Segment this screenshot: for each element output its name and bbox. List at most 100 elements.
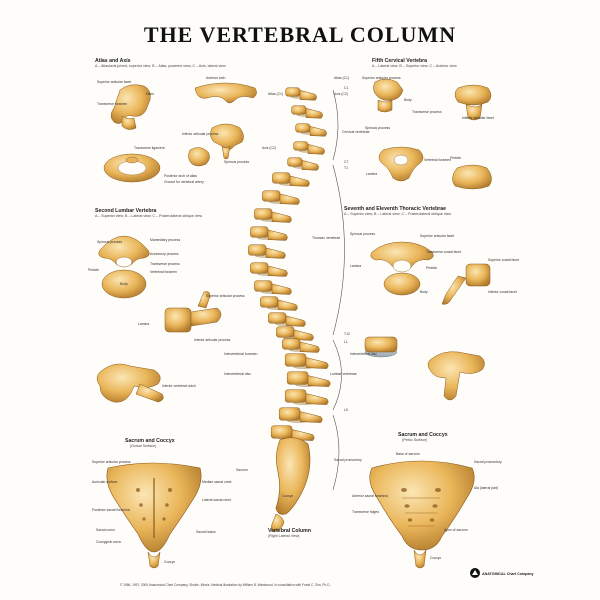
label: Transverse ridges (352, 510, 380, 514)
label: Inferior articular facet (462, 116, 494, 120)
label: Transverse ligament (134, 146, 165, 150)
label: Pedicle (88, 268, 100, 272)
label: Transverse foramen (97, 102, 128, 106)
label: Anterior sacral foramina (352, 494, 388, 498)
label: Inferior vertebral notch (162, 384, 196, 388)
label: Lamina (138, 322, 150, 326)
label: Body (404, 98, 412, 102)
spinous-process (299, 341, 320, 353)
label: Sacral hiatus (196, 530, 216, 534)
vertebral-body (248, 244, 267, 256)
label: Pedicle (426, 266, 438, 270)
vertebral-body (284, 389, 307, 403)
spinous-process (293, 329, 314, 341)
column-title: Vertebral Column (268, 528, 311, 534)
label: Lamina (366, 172, 378, 176)
label: Superior articular process (92, 460, 131, 464)
vertebral-body (286, 371, 309, 385)
vertebral-body (276, 326, 295, 338)
thoracic-desc: A – Superior view; B – Lateral view; C –… (344, 212, 452, 216)
spinous-process (267, 229, 288, 241)
atlas-axis-desc: A – Atlas/axis joined, superior view; B … (95, 64, 226, 68)
spinous-process (285, 315, 306, 327)
label: Intervertebral disc (350, 352, 377, 356)
vertebral-body (284, 353, 307, 367)
label: Ala (lateral part) (474, 486, 499, 490)
spinous-process (277, 299, 298, 311)
vertebral-body (260, 296, 279, 308)
spinous-process (307, 143, 325, 155)
label: Spinous process (365, 126, 391, 130)
label: Coccygeal cornu (96, 540, 122, 544)
label: Pedicle (450, 156, 462, 160)
atlas-axis-group (103, 82, 257, 183)
spinous-process (291, 429, 315, 441)
label: Sacrum (236, 468, 248, 472)
label: Vertebral foramen (150, 270, 177, 274)
vertebral-body (285, 87, 301, 97)
label: Sacral cornu (96, 528, 116, 532)
sacrum-dorsal-title: Sacrum and Coccyx (125, 438, 175, 444)
spinous-process (289, 175, 310, 187)
label: L5 (344, 408, 348, 412)
vertebral-body (270, 425, 293, 439)
vertebral-body (254, 280, 273, 292)
label: Dens (146, 92, 154, 96)
label: Thoracic vertebrae (312, 236, 341, 240)
label: Coccyx (282, 494, 294, 498)
poster-title: THE VERTEBRAL COLUMN (143, 22, 457, 47)
vertebral-body (250, 226, 269, 238)
label: Body (120, 282, 128, 286)
label: Transverse costal facet (426, 250, 461, 254)
label: C1 (344, 86, 349, 90)
spinous-process (305, 107, 323, 119)
publisher-name: ANATOMICAL Chart Company (482, 572, 534, 576)
sacrum-pelvic-title: Sacrum and Coccyx (398, 432, 448, 438)
label: T1 (344, 166, 348, 170)
label: Mammillary process (150, 238, 181, 242)
vertebral-body (282, 338, 301, 350)
lumbar-title: Second Lumbar Vertebra (95, 208, 157, 214)
label: Atlas (C1) (334, 76, 350, 80)
thoracic-group (364, 241, 491, 401)
region-brackets (332, 89, 345, 491)
sacrum-lateral (275, 437, 311, 515)
label: Sacral promontory (334, 458, 362, 462)
spinous-process (305, 393, 329, 405)
label: Intervertebral disc (224, 372, 251, 376)
label: Vertebral foramen (424, 158, 451, 162)
label: Accessory process (150, 252, 179, 256)
label: Lateral sacral crest (202, 498, 231, 502)
spinous-process (267, 265, 288, 277)
label: Lamina (350, 264, 362, 268)
cervical-title: Fifth Cervical Vertebra (372, 58, 428, 64)
lumbar-desc: A – Superior view; B – Lateral view; C –… (95, 214, 203, 218)
vertebral-body (254, 208, 273, 220)
vertebral-body (250, 262, 269, 274)
vertebral-body (268, 312, 287, 324)
spinous-process (305, 357, 329, 369)
label: Cervical vertebrae (342, 130, 370, 134)
label: Sacral promontory (474, 460, 502, 464)
label: Inferior articular process (194, 338, 231, 342)
label: Superior costal facet (488, 258, 519, 262)
label: C7 (344, 160, 349, 164)
vertebral-body (272, 172, 291, 184)
vertebral-body (278, 407, 301, 421)
spinous-process (299, 89, 317, 101)
vertebral-body (262, 190, 281, 202)
spinous-process (265, 247, 286, 259)
label: Apex of sacrum (444, 528, 468, 532)
label: Superior articular process (206, 294, 245, 298)
sacrum-dorsal-group (106, 462, 202, 569)
label: Superior articular facet (420, 234, 455, 238)
sacrum-dorsal-subtitle: (Dorsal Surface) (130, 444, 157, 448)
cervical-group (373, 78, 492, 190)
thoracic-title: Seventh and Eleventh Thoracic Vertebrae (344, 206, 447, 212)
vertebral-body (287, 157, 303, 167)
label: Anterior arch (206, 76, 226, 80)
sacrum-pelvic-group (369, 460, 475, 569)
label: Atlas (C1) (268, 92, 284, 96)
cervical-desc: A – Lateral view; B – Superior view; C –… (372, 64, 457, 68)
label: Superior articular process (362, 76, 401, 80)
